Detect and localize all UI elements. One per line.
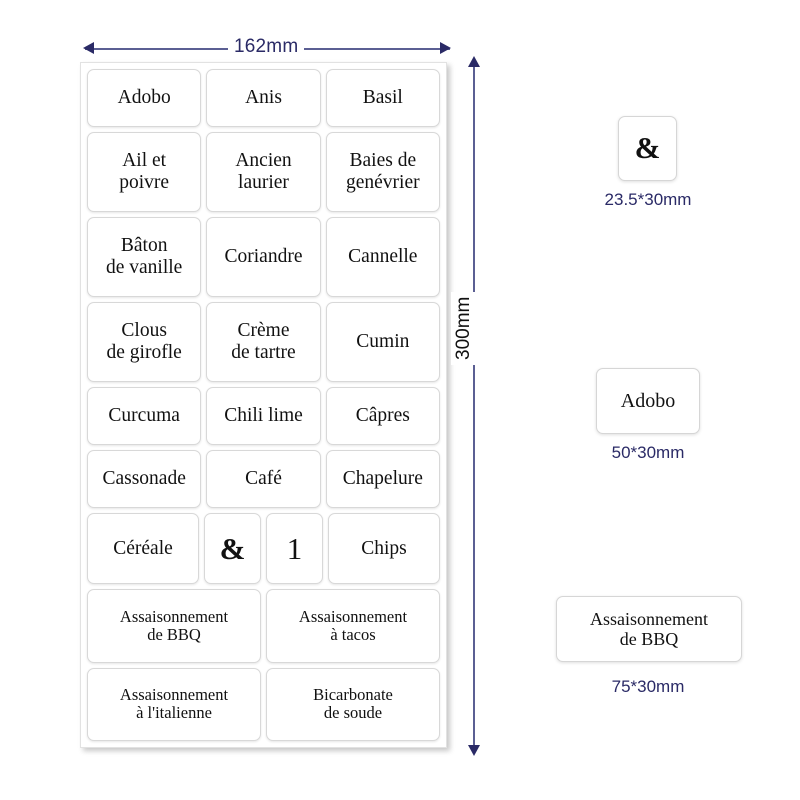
sample-caption-ampersand: 23.5*30mm xyxy=(604,190,692,209)
height-arrow-top-icon xyxy=(468,56,480,67)
sticker-label-text: Coriandre xyxy=(224,246,303,268)
sticker-label-text: Cannelle xyxy=(348,246,418,268)
sticker-label[interactable]: Câpres xyxy=(325,387,440,446)
sheet-width-label: 162mm xyxy=(228,36,305,58)
sheet-height-label: 300mm xyxy=(451,291,477,365)
sticker-label-text: 1 xyxy=(286,530,303,566)
sticker-label[interactable]: Basil xyxy=(325,69,440,128)
sticker-label[interactable]: Anis xyxy=(206,69,321,128)
sticker-label[interactable]: Cumin xyxy=(325,302,440,383)
sticker-label[interactable]: Cassonade xyxy=(87,450,202,509)
sticker-row: Adobo Anis Basil xyxy=(87,69,440,128)
sticker-label-text: Cassonade xyxy=(102,468,186,490)
sticker-label-text: Céréale xyxy=(113,538,173,560)
sticker-label[interactable]: & xyxy=(204,513,261,585)
sticker-label-text: Câpres xyxy=(355,405,410,427)
sticker-label-text: Cumin xyxy=(356,331,410,353)
sticker-label[interactable]: Chips xyxy=(327,513,440,585)
sample-label-text: Adobo xyxy=(620,389,676,412)
sample-label-adobo: Adobo xyxy=(596,368,700,434)
sticker-label[interactable]: Curcuma xyxy=(87,387,202,446)
sticker-label[interactable]: Café xyxy=(206,450,321,509)
sticker-label-text: Anis xyxy=(245,87,282,109)
sticker-label-text: Chapelure xyxy=(342,468,423,490)
sticker-label[interactable]: Chili lime xyxy=(206,387,321,446)
sticker-label[interactable]: 1 xyxy=(266,513,323,585)
sticker-label-text: Basil xyxy=(362,87,403,109)
sticker-row: Céréale & 1 Chips xyxy=(87,513,440,585)
width-arrow-right-icon xyxy=(440,42,451,54)
height-dimension-line xyxy=(473,60,475,752)
sticker-label[interactable]: Coriandre xyxy=(206,217,321,298)
sticker-label-text: Chips xyxy=(361,538,407,560)
sticker-label[interactable]: Chapelure xyxy=(325,450,440,509)
sample-label-text: & xyxy=(634,130,661,166)
sample-label-ampersand: & xyxy=(618,116,677,181)
sticker-label-text: Chili lime xyxy=(224,405,303,427)
sample-caption-bbq: 75*30mm xyxy=(611,677,685,696)
sticker-row: Curcuma Chili lime Câpres xyxy=(87,387,440,446)
sticker-label-text: Café xyxy=(245,468,282,490)
sticker-label[interactable]: Cannelle xyxy=(325,217,440,298)
sticker-label[interactable]: Céréale xyxy=(87,513,200,585)
sticker-label-text: Adobo xyxy=(117,87,171,109)
height-arrow-bottom-icon xyxy=(468,745,480,756)
sticker-label[interactable]: Adobo xyxy=(87,69,202,128)
width-arrow-left-icon xyxy=(83,42,94,54)
sticker-row: Cassonade Café Chapelure xyxy=(87,450,440,509)
sticker-label-text: Curcuma xyxy=(108,405,180,427)
sample-caption-adobo: 50*30mm xyxy=(611,443,685,462)
sticker-label-text: & xyxy=(219,530,246,566)
